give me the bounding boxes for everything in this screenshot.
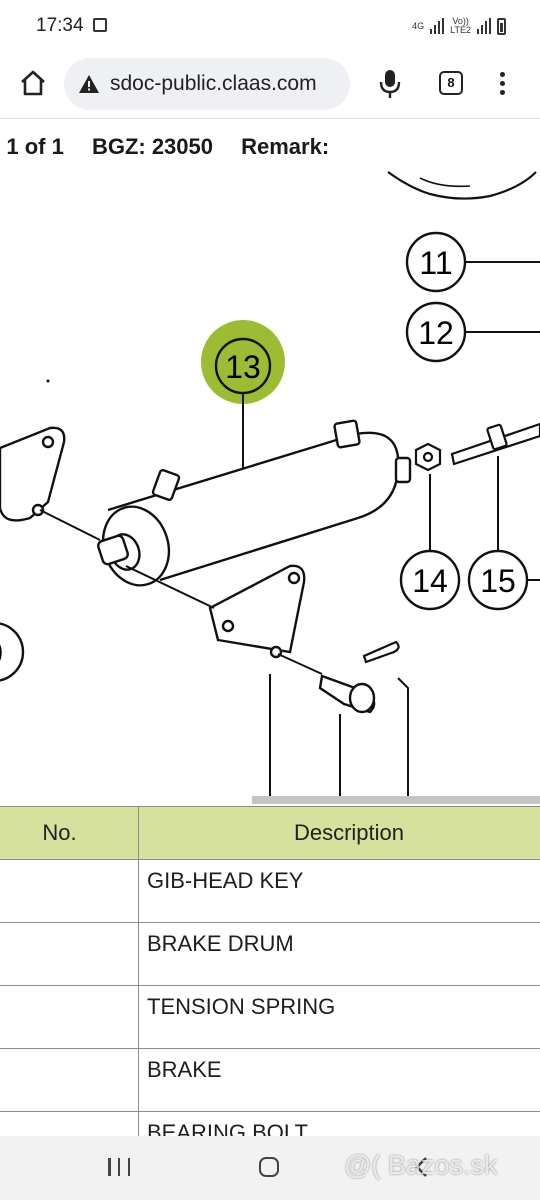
- table-row[interactable]: 0 TENSION SPRING: [0, 985, 540, 1049]
- horizontal-scrollbar[interactable]: [252, 796, 540, 804]
- home-icon[interactable]: [18, 68, 48, 98]
- callout-14[interactable]: 14: [399, 474, 461, 611]
- svg-text:11: 11: [419, 245, 452, 281]
- parts-table: No. Description 1 GIB-HEAD KEY 0 BRAKE D…: [0, 806, 540, 1175]
- status-time: 17:34: [36, 15, 84, 36]
- svg-text:13: 13: [225, 349, 261, 385]
- bearing-pin: [318, 674, 376, 714]
- tab-switcher-button[interactable]: 8: [439, 71, 463, 95]
- status-bar: 17:34 4G Vo)) LTE2: [0, 0, 540, 52]
- row-no-cell: 0: [0, 985, 139, 1049]
- column-header-description: Description: [138, 806, 540, 860]
- row-description-cell: BRAKE: [138, 1048, 540, 1112]
- recents-icon[interactable]: [108, 1158, 130, 1176]
- row-no-cell: 1: [0, 859, 139, 923]
- gallery-notification-icon: [93, 18, 107, 32]
- table-row[interactable]: 1 GIB-HEAD KEY: [0, 859, 540, 923]
- svg-text:12: 12: [418, 315, 454, 351]
- hydraulic-cylinder: [97, 419, 412, 587]
- split-pin: [362, 640, 400, 664]
- row-no-cell: 0: [0, 1048, 139, 1112]
- row-no-cell: 0: [0, 922, 139, 986]
- signal-bars-icon: [430, 18, 445, 34]
- nut-and-bolt: [414, 422, 540, 472]
- column-header-no: No.: [0, 806, 139, 860]
- row-description-cell: TENSION SPRING: [138, 985, 540, 1049]
- callout-13-highlighted[interactable]: 13: [201, 320, 285, 470]
- svg-text:15: 15: [480, 563, 516, 599]
- callout-15[interactable]: 15: [467, 456, 540, 611]
- network-4g-label: 4G: [412, 20, 425, 31]
- page-meta-row: e 1 of 1 BGZ: 23050 Remark:: [0, 134, 351, 160]
- back-icon[interactable]: [414, 1156, 428, 1178]
- remark-label: Remark:: [241, 134, 330, 159]
- partial-part-top: [387, 171, 537, 200]
- bgz-label: BGZ: 23050: [91, 134, 213, 159]
- callout-12[interactable]: 12: [405, 301, 540, 363]
- not-secure-warning-icon[interactable]: [78, 73, 100, 95]
- system-navigation-bar: [0, 1136, 540, 1200]
- signal-bars-2-icon: [477, 18, 491, 34]
- battery-icon: [497, 17, 506, 35]
- page-indicator: e 1 of 1: [0, 134, 64, 159]
- overflow-menu-icon[interactable]: [492, 68, 512, 100]
- microphone-icon[interactable]: [376, 68, 404, 100]
- svg-text:14: 14: [412, 563, 448, 599]
- row-description-cell: BRAKE DRUM: [138, 922, 540, 986]
- url-text[interactable]: sdoc-public.claas.com: [110, 72, 317, 95]
- right-bracket: [208, 564, 306, 659]
- browser-toolbar: sdoc-public.claas.com 8: [0, 52, 540, 119]
- table-header-row: No. Description: [0, 806, 540, 860]
- callout-partial-left[interactable]: 0: [0, 622, 25, 682]
- parts-diagram[interactable]: 11 12 13: [0, 168, 540, 804]
- table-row[interactable]: 0 BRAKE DRUM: [0, 922, 540, 986]
- row-description-cell: GIB-HEAD KEY: [138, 859, 540, 923]
- table-row[interactable]: 0 BRAKE: [0, 1048, 540, 1112]
- volte-label: Vo)) LTE2: [450, 16, 471, 35]
- status-indicators: 4G Vo)) LTE2: [412, 14, 506, 38]
- callout-11[interactable]: 11: [405, 231, 540, 293]
- home-nav-icon[interactable]: [259, 1157, 279, 1177]
- address-bar[interactable]: sdoc-public.claas.com: [64, 58, 350, 110]
- left-bracket: [0, 426, 66, 522]
- watermark-text: @( Bazos.sk: [344, 1150, 498, 1180]
- svg-text:0: 0: [0, 635, 3, 671]
